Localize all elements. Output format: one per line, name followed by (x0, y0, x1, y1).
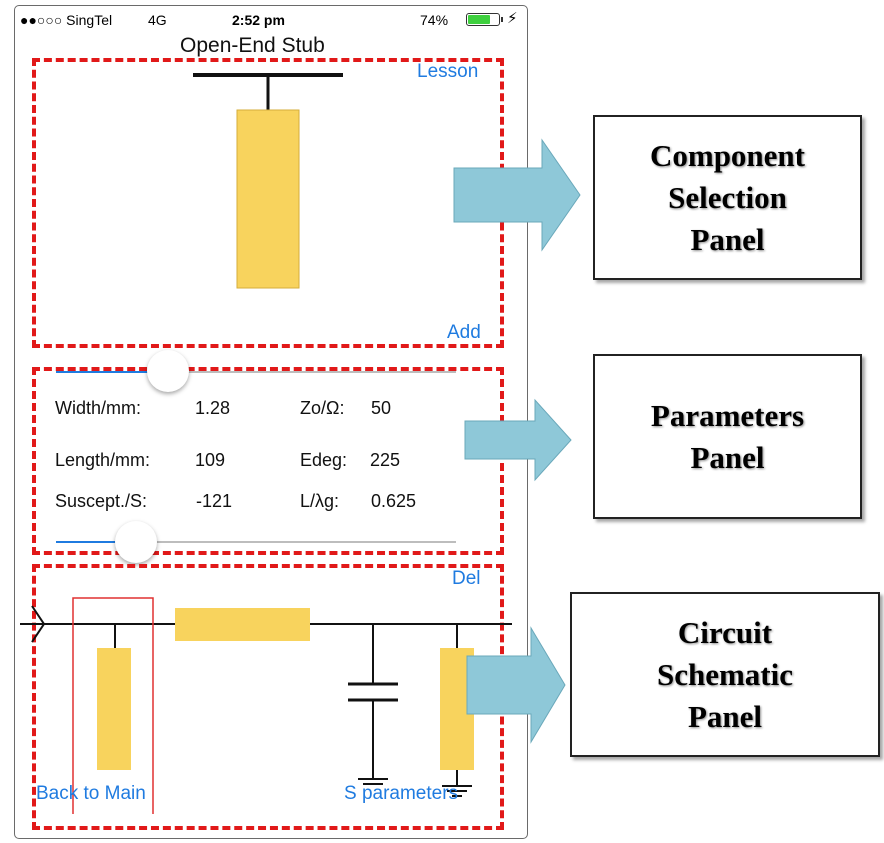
network-type: 4G (148, 12, 167, 28)
battery-percent: 74% (420, 12, 449, 28)
length-value: 109 (195, 450, 226, 470)
arrow-parameters-icon (464, 398, 572, 482)
length-slider-thumb[interactable] (115, 521, 157, 563)
lesson-button[interactable]: Lesson (417, 61, 479, 82)
parameters-callout-text: Parameters Panel (650, 397, 805, 475)
edeg-label: Edeg: (300, 450, 348, 470)
delete-button[interactable]: Del (452, 568, 481, 589)
width-slider-thumb[interactable] (147, 350, 189, 392)
circuit-schematic-callout: Circuit Schematic Panel (570, 592, 880, 757)
lg-label: L/λg: (300, 491, 340, 511)
battery-tip (501, 17, 503, 22)
open-end-stub-symbol[interactable] (180, 70, 360, 290)
component-selection-callout-text: Component Selection Panel (649, 137, 805, 257)
zo-value: 50 (371, 398, 392, 418)
edeg-value: 225 (370, 450, 401, 470)
parameters-callout: Parameters Panel (593, 354, 862, 519)
s-parameters-button[interactable]: S parameters (344, 783, 459, 804)
selected-element-highlight (72, 597, 154, 814)
length-label: Length/mm: (55, 450, 151, 470)
zo-label: Zo/Ω: (300, 398, 345, 418)
carrier-signal: ●●○○○ SingTel (20, 12, 113, 28)
stub-element-1 (97, 648, 131, 770)
stub-body (236, 109, 300, 289)
width-slider-track[interactable] (56, 371, 456, 373)
battery-icon (466, 13, 500, 26)
back-to-main-button[interactable]: Back to Main (36, 783, 146, 804)
component-title: Open-End Stub (180, 34, 325, 57)
circuit-schematic[interactable] (20, 594, 515, 814)
charging-bolt-icon: ⚡ (507, 10, 518, 27)
series-line-element (175, 608, 310, 641)
circuit-schematic-callout-text: Circuit Schematic Panel (656, 614, 794, 734)
arrow-component-icon (453, 138, 581, 252)
add-button[interactable]: Add (447, 322, 481, 343)
suscept-label: Suscept./S: (55, 491, 148, 511)
arrow-circuit-icon (466, 626, 566, 744)
status-time: 2:52 pm (232, 12, 285, 28)
parameters-panel-outline (32, 367, 504, 555)
input-port-icon (31, 605, 46, 643)
width-slider-fill (56, 371, 168, 373)
length-slider-track[interactable] (56, 541, 456, 543)
lg-value: 0.625 (371, 491, 417, 511)
component-selection-callout: Component Selection Panel (593, 115, 862, 280)
length-slider-fill (56, 541, 136, 543)
width-value: 1.28 (195, 398, 231, 418)
width-label: Width/mm: (55, 398, 142, 418)
suscept-value: -121 (196, 491, 233, 511)
